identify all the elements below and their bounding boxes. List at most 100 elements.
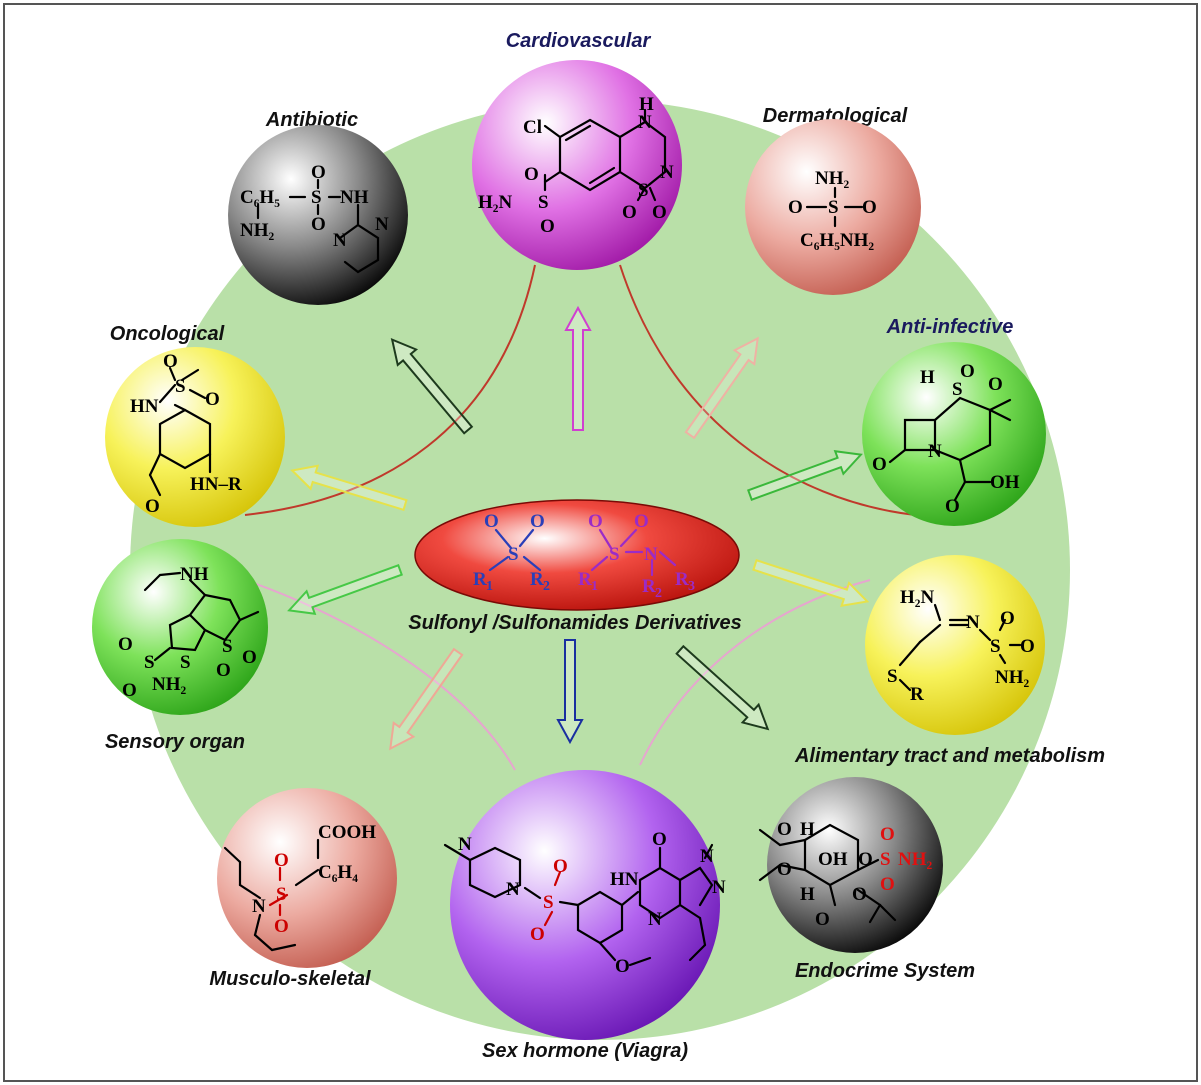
label-musculo-skeletal: Musculo-skeletal [209, 968, 371, 990]
node-alimentary: H₂N N S O O NH₂ S R Alimentary tract and… [794, 555, 1105, 767]
atom-nh: NH [180, 564, 209, 585]
atom-o4: O [122, 680, 137, 701]
node-sensory-organ: Sensory organ NH S S O O S O O NH₂ [92, 539, 268, 753]
node-sex-hormone: N N S O O O HN N N N O Sex hormone (Viag… [443, 770, 726, 1062]
arrow-to-endocrine [675, 644, 770, 731]
structure-sex-hormone: N N S O O O HN N N N O [443, 829, 726, 977]
atom-s-sulfone: S [222, 636, 233, 657]
atom-o-keto: O [872, 454, 887, 475]
atom-o-right: O [862, 197, 877, 218]
structure-endocrine: H H O O O O OH O S O O NH₂ [758, 819, 933, 930]
atom-o2: O [274, 916, 289, 937]
atom-s: S [276, 884, 287, 905]
atom-s: S [828, 197, 839, 218]
sphere-cardiovascular [472, 60, 682, 270]
structure-alimentary: H₂N N S O O NH₂ S R [887, 587, 1035, 705]
atom-n1: N [506, 879, 520, 900]
sphere-dermatological [745, 119, 921, 295]
arrow-to-musculo [389, 647, 464, 751]
node-anti-infective: Anti-infective H S O O N O OH O [862, 316, 1046, 526]
center-title: Sulfonyl /Sulfonamides Derivatives [408, 612, 741, 634]
atom-o-b: O [652, 202, 667, 223]
atom-oh: OH [990, 472, 1020, 493]
atom-o2: O [205, 389, 220, 410]
sulfonamide-n: N [644, 544, 658, 565]
atom-hn-r: HN–R [190, 474, 242, 495]
atom-s-side: S [538, 192, 549, 213]
atom-o-bottom: O [311, 214, 326, 235]
atom-o6: O [880, 824, 895, 845]
atom-c6h5: C₆H₅ [240, 187, 280, 208]
arrow-to-oncological [290, 464, 408, 512]
sulfonamide-structure: O O S N R 1 R 2 R 3 [578, 511, 695, 601]
sulfonyl-r1-sub: 1 [486, 579, 493, 594]
node-endocrine: H H O O O O OH O S O O NH₂ Endocrime Sys… [758, 777, 975, 982]
atom-o1: O [163, 351, 178, 372]
atom-oh: OH [818, 849, 848, 870]
atom-o-ethoxy: O [615, 956, 630, 977]
curve-cardio-oncological [244, 264, 536, 516]
label-sex-hormone: Sex hormone (Viagra) [482, 1040, 688, 1062]
atom-o-d: O [540, 216, 555, 237]
atom-o1: O [960, 361, 975, 382]
atom-n: N [928, 441, 942, 462]
atom-o2: O [530, 924, 545, 945]
atom-nh2: NH₂ [152, 674, 187, 695]
sulfonamide-r2: R [642, 576, 656, 597]
atom-n-top: N [638, 112, 652, 133]
sulfonyl-r2-sub: 2 [543, 579, 550, 594]
atom-o1: O [1000, 608, 1015, 629]
atom-o1: O [216, 660, 231, 681]
sulfonamide-o1: O [588, 511, 603, 532]
sulfonyl-s: S [508, 544, 519, 565]
atom-s: S [990, 636, 1001, 657]
center-ellipse [414, 499, 740, 611]
atom-n3: N [648, 909, 662, 930]
atom-o2: O [242, 647, 257, 668]
atom-h2n: H₂N [900, 587, 934, 608]
curve-sensory-sex [244, 579, 516, 771]
atom-o2: O [777, 859, 792, 880]
structure-dermatological: NH₂ O S O C₆H₅NH₂ [788, 168, 877, 251]
atom-h2n: H₂N [478, 192, 512, 213]
sulfonamide-r3: R [675, 569, 689, 590]
arrow-to-alimentary [752, 558, 870, 608]
sphere-anti-infective [862, 342, 1046, 526]
atom-o-methoxy: O [145, 496, 160, 517]
atom-o5: O [858, 849, 873, 870]
atom-n: N [966, 612, 980, 633]
atom-h1: H [800, 819, 815, 840]
structure-cardiovascular: Cl H N N S O O H₂N S O O [478, 94, 674, 237]
sulfonyl-o1: O [484, 511, 499, 532]
atom-nh2: NH₂ [898, 849, 933, 870]
atom-n5: N [712, 877, 726, 898]
label-oncological: Oncological [110, 323, 225, 345]
atom-n1: N [375, 214, 389, 235]
sphere-sensory-organ [92, 539, 268, 715]
atom-h2: H [800, 884, 815, 905]
atom-cooh: COOH [318, 822, 376, 843]
arrow-to-cardiovascular [564, 305, 592, 431]
atom-h: H [639, 94, 654, 115]
sulfonamide-s: S [609, 544, 620, 565]
atom-s: S [175, 376, 186, 397]
node-musculo-skeletal: COOH C₆H₄ S O O N Musculo-skeletal [209, 788, 397, 990]
label-alimentary: Alimentary tract and metabolism [794, 745, 1105, 767]
arrow-to-anti-infective [747, 450, 863, 501]
atom-o-a: O [622, 202, 637, 223]
arrow-to-dermatological [684, 336, 759, 440]
arrow-to-antibiotic [390, 337, 474, 435]
atom-s: S [311, 187, 322, 208]
atom-r: R [910, 684, 924, 705]
label-dermatological: Dermatological [763, 105, 908, 127]
atom-o4: O [852, 884, 867, 905]
atom-n-right: N [660, 162, 674, 183]
label-cardiovascular: Cardiovascular [506, 30, 652, 52]
atom-o3: O [118, 634, 133, 655]
node-dermatological: Dermatological NH₂ O S O C₆H₅NH₂ [745, 105, 921, 295]
atom-cl: Cl [523, 117, 542, 138]
atom-n2: N [458, 834, 472, 855]
arrows [287, 305, 870, 751]
label-endocrine: Endocrime System [795, 960, 975, 982]
sulfonamide-o2: O [634, 511, 649, 532]
